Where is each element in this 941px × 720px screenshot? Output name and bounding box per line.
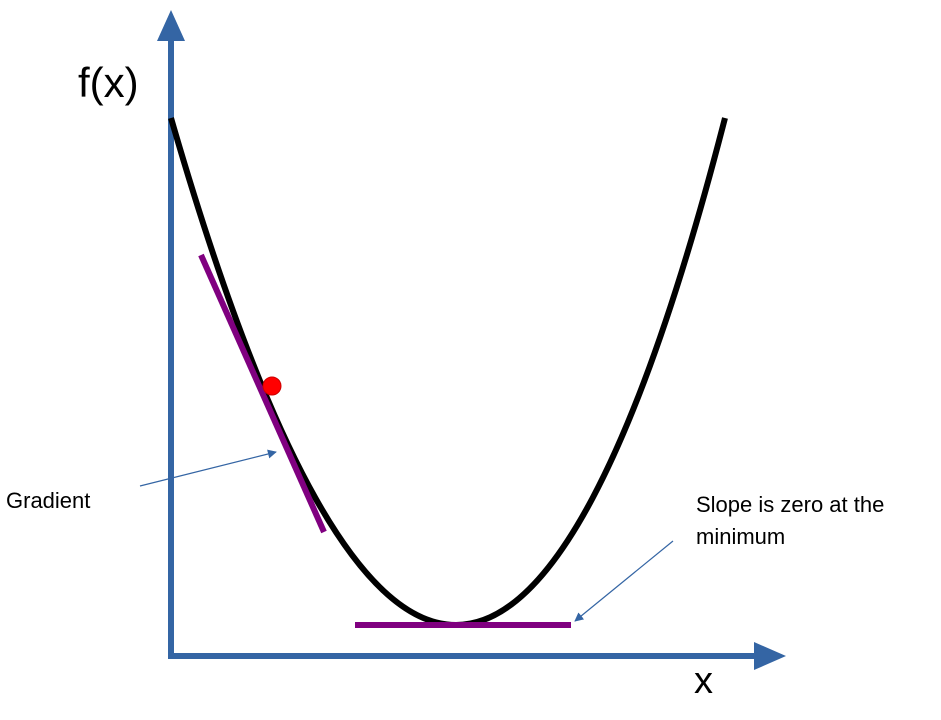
y-axis-arrowhead — [157, 10, 185, 41]
slope-annotation-line-2: minimum — [696, 524, 786, 549]
slope-annotation-line-1: Slope is zero at the — [696, 492, 885, 517]
gradient-tangent-line — [198, 253, 327, 534]
gradient-label: Gradient — [6, 488, 91, 513]
gradient-annotation-arrow — [139, 449, 277, 487]
y-axis-label: f(x) — [78, 59, 139, 106]
slope-zero-annotation: Slope is zero at the minimum — [696, 489, 936, 553]
current-point-marker — [262, 376, 282, 396]
x-axis-label: x — [694, 660, 713, 702]
x-axis-arrowhead — [754, 642, 786, 670]
slope-annotation-arrow — [574, 540, 674, 622]
